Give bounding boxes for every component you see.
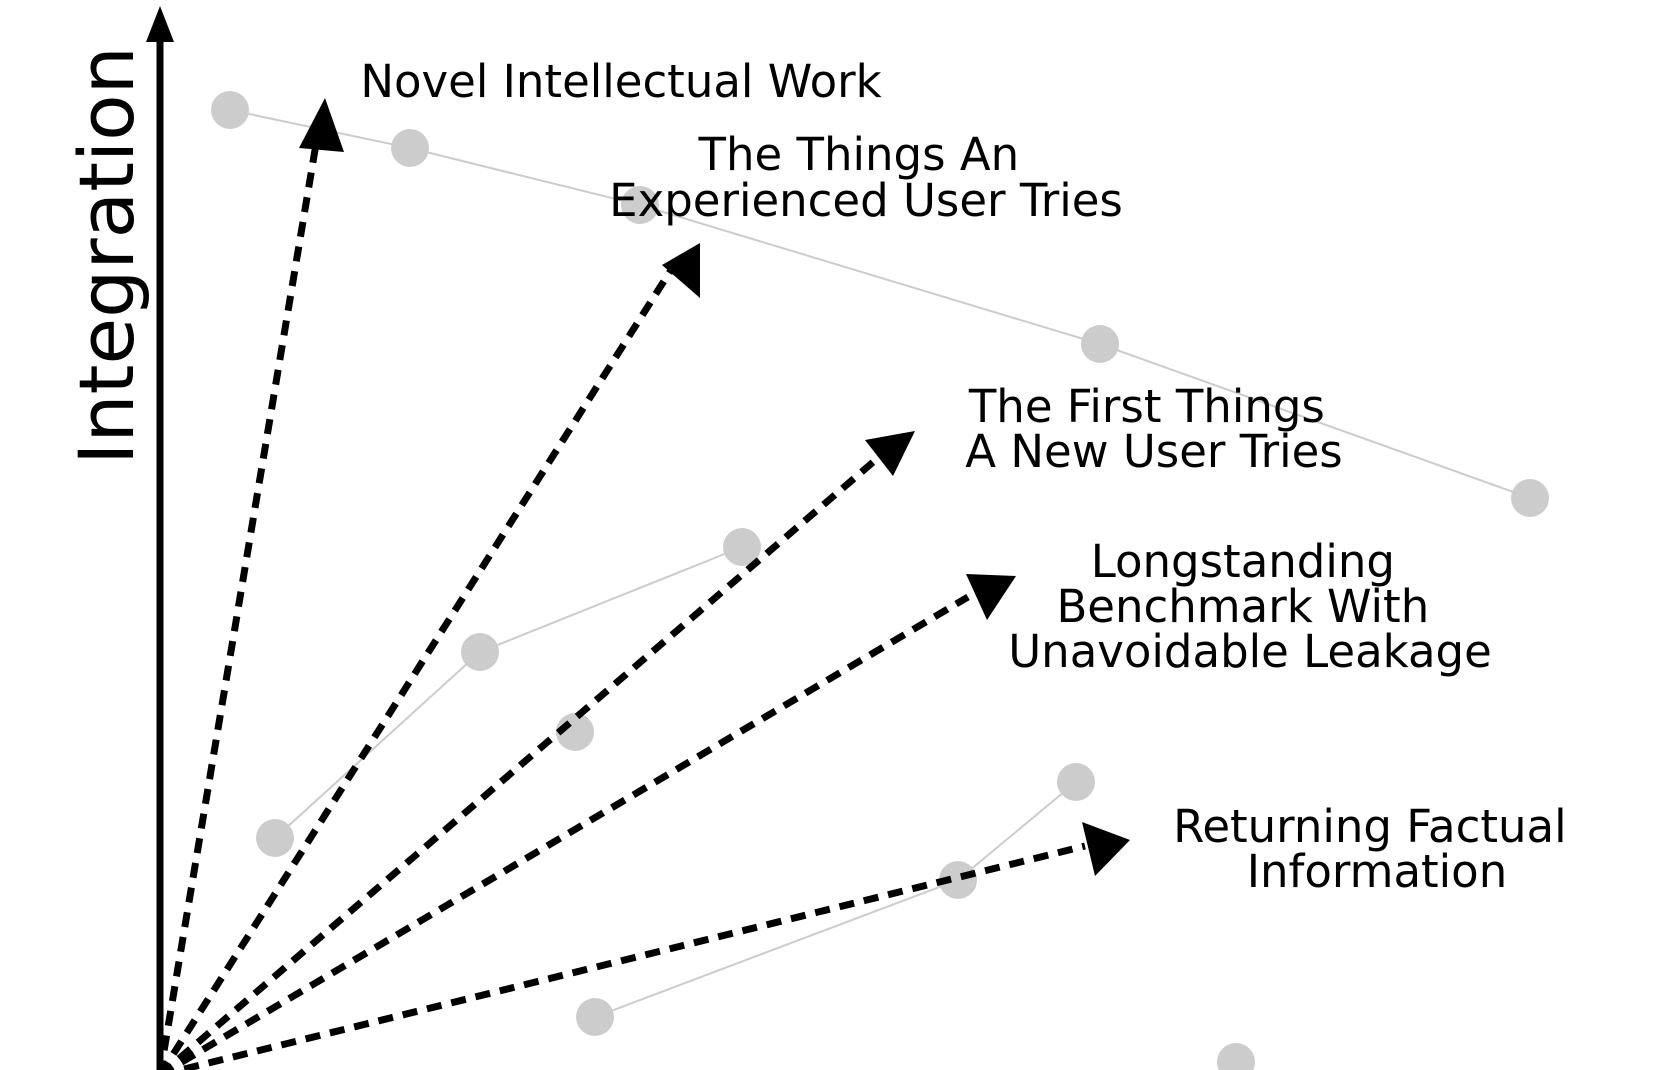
vector-new-user: The First Things A New User Tries xyxy=(160,380,1343,1070)
vector-line xyxy=(161,593,970,1070)
vector-label-line: Returning Factual xyxy=(1173,800,1567,853)
vector-arrowhead xyxy=(865,431,915,476)
trend-point xyxy=(211,91,249,129)
vector-label: The Things An Experienced User Tries xyxy=(609,128,1123,227)
trend-point xyxy=(576,998,614,1036)
vector-label-line: Benchmark With xyxy=(1056,580,1429,633)
vector-line xyxy=(159,268,674,1070)
vector-factual-information: Returning Factual Information xyxy=(165,800,1581,1070)
vector-label-line: Experienced User Tries xyxy=(609,174,1123,227)
vector-line xyxy=(157,131,322,1070)
vector-longstanding-benchmark: Longstanding Benchmark With Unavoidable … xyxy=(161,535,1492,1070)
trend-series-middle xyxy=(256,528,761,857)
vector-label-line: The First Things xyxy=(968,380,1325,433)
trend-point xyxy=(256,819,294,857)
trend-line-lower xyxy=(594,781,1077,1018)
trend-point xyxy=(939,861,977,899)
vector-line xyxy=(160,454,882,1070)
vector-label-line: Novel Intellectual Work xyxy=(360,55,881,108)
trend-point xyxy=(621,186,659,224)
vector-arrowhead xyxy=(966,574,1016,620)
y-axis-label: Integration xyxy=(62,46,151,465)
vector-label: Returning Factual Information xyxy=(1173,800,1581,898)
vector-label-line: Unavoidable Leakage xyxy=(1008,625,1492,678)
vector-arrowhead xyxy=(1082,822,1130,876)
vector-line xyxy=(165,842,1086,1070)
vector-arrowhead xyxy=(299,98,344,152)
vector-label: Novel Intellectual Work xyxy=(360,55,881,108)
vector-label-line: Information xyxy=(1247,845,1508,898)
trend-series-upper xyxy=(211,91,1549,517)
vector-novel-intellectual-work: Novel Intellectual Work xyxy=(157,55,882,1070)
trend-point xyxy=(1057,763,1095,801)
y-axis-arrowhead xyxy=(146,6,174,42)
vector-label: The First Things A New User Tries xyxy=(965,380,1342,478)
vector-label: Longstanding Benchmark With Unavoidable … xyxy=(1008,535,1492,678)
trend-point xyxy=(391,129,429,167)
vector-label-line: A New User Tries xyxy=(965,425,1342,478)
trend-point xyxy=(1511,479,1549,517)
trend-point xyxy=(1081,325,1119,363)
trend-series-lower xyxy=(576,763,1255,1070)
vector-label-line: Longstanding xyxy=(1091,535,1395,588)
trend-point xyxy=(1217,1043,1255,1070)
vector-experienced-user: The Things An Experienced User Tries xyxy=(159,128,1123,1070)
trend-point xyxy=(461,633,499,671)
trend-point xyxy=(723,528,761,566)
trend-line-middle xyxy=(274,546,743,839)
vector-label-line: The Things An xyxy=(698,128,1020,181)
y-axis: Integration xyxy=(62,6,174,1070)
vector-arrowhead xyxy=(662,243,700,298)
